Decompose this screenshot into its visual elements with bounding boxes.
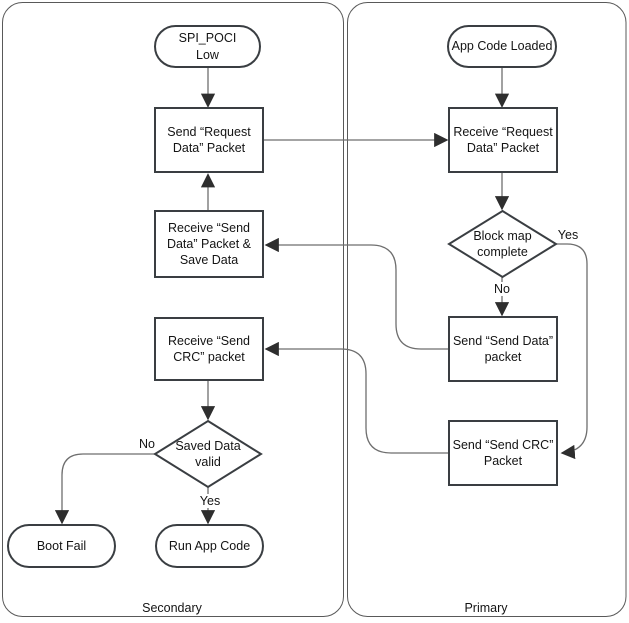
lane-label-primary: Primary — [464, 601, 508, 615]
terminator-boot-fail-shape — [7, 524, 116, 568]
terminator-app-loaded-shape — [447, 25, 557, 68]
terminator-spi-poci-shape — [154, 25, 261, 68]
process-send-request-shape — [154, 107, 264, 173]
lane-primary — [347, 2, 627, 617]
edge-label-block-map-yes: Yes — [555, 228, 581, 242]
process-receive-send-data-shape — [154, 210, 264, 278]
edge-label-block-map-no: No — [492, 282, 512, 296]
edge-block-map-yes-to-send-crc — [556, 243, 588, 460]
process-send-crc-shape — [448, 420, 558, 486]
edge-label-saved-valid-yes: Yes — [197, 494, 223, 508]
process-receive-crc-shape — [154, 317, 264, 381]
decision-saved-valid-shape — [153, 419, 263, 489]
edge-send-send-data-to-receive-send-data — [264, 237, 449, 350]
decision-block-map-shape — [447, 209, 558, 279]
process-send-send-data-shape — [448, 316, 558, 382]
process-receive-request-shape — [448, 107, 558, 173]
edge-saved-no-to-boot-fail — [54, 453, 155, 525]
edge-label-saved-valid-no: No — [137, 437, 157, 451]
terminator-run-app-shape — [155, 524, 264, 568]
lane-label-secondary: Secondary — [142, 601, 202, 615]
edge-send-crc-to-receive-crc — [264, 341, 448, 454]
